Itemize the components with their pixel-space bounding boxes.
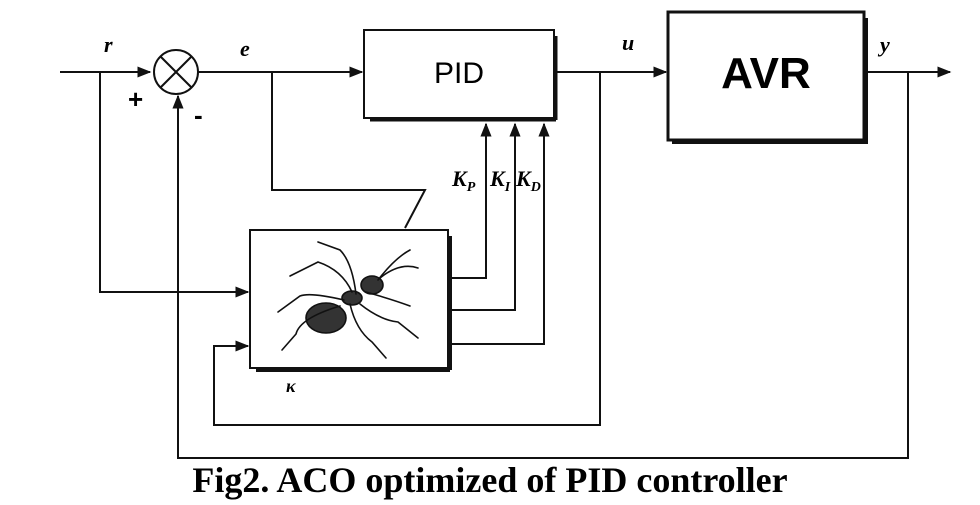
plus-sign: +	[128, 84, 143, 114]
kd-gain-line	[448, 122, 550, 345]
feedback-line	[172, 72, 909, 459]
kp-label: KP	[451, 166, 476, 195]
pid-label: PID	[434, 57, 484, 90]
minus-sign: -	[194, 100, 203, 130]
error-to-aco-line	[271, 72, 427, 229]
ant-icon	[277, 241, 419, 359]
reference-to-aco-line	[99, 72, 250, 298]
kd-label: KD	[515, 166, 541, 195]
aco-output-label: κ	[286, 376, 296, 396]
control-to-aco-line	[213, 72, 601, 426]
ki-gain-line	[448, 122, 521, 311]
y-label: y	[877, 32, 890, 57]
kp-gain-line	[448, 122, 492, 279]
figure-caption: Fig2. ACO optimized of PID controller	[192, 460, 788, 500]
r-label: r	[104, 32, 113, 57]
u-label: u	[622, 30, 634, 55]
pid-block	[363, 29, 555, 119]
e-label: e	[240, 36, 250, 61]
avr-label: AVR	[721, 49, 811, 98]
ki-label: KI	[489, 166, 511, 195]
